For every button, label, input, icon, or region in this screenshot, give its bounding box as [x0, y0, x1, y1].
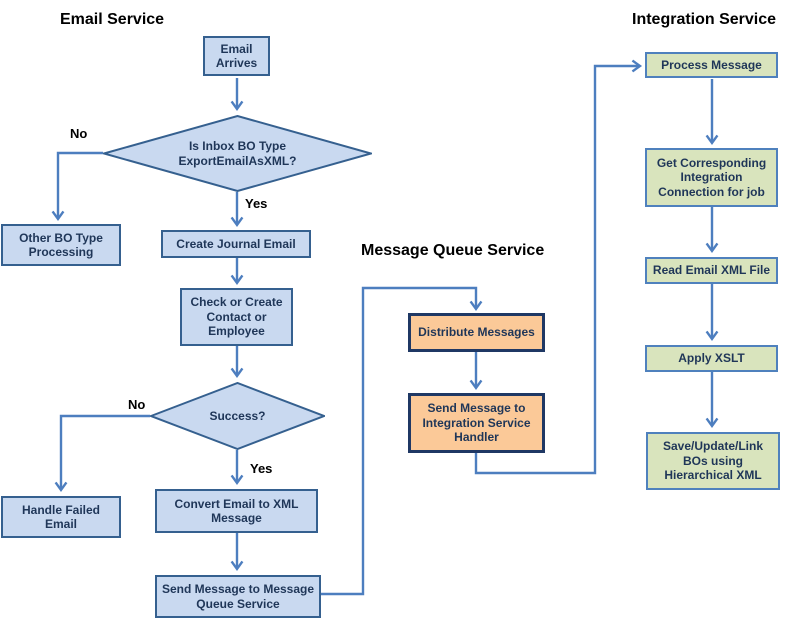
get-corresponding-connection-label: Get Corresponding Integration Connection…	[656, 155, 767, 199]
send-message-to-handler-label: Send Message to Integration Service Hand…	[422, 401, 531, 445]
distribute-messages-box: Distribute Messages	[408, 313, 545, 352]
decision-diamond-shape	[150, 382, 325, 450]
process-message-box: Process Message	[645, 52, 778, 78]
connector-send-queue-to-distribute	[321, 286, 483, 596]
convert-email-to-xml-label: Convert Email to XML Message	[174, 496, 299, 525]
other-bo-type-label: Other BO Type Processing	[19, 230, 103, 259]
decision-diamond-shape	[103, 115, 372, 192]
handle-failed-email-label: Handle Failed Email	[21, 502, 101, 531]
get-corresponding-connection-box: Get Corresponding Integration Connection…	[645, 148, 778, 207]
distribute-messages-label: Distribute Messages	[418, 325, 535, 340]
inbox-bo-type-decision-label: Is Inbox BO Type ExportEmailAsXML?	[178, 138, 297, 168]
read-email-xml-box: Read Email XML File	[645, 257, 778, 284]
email-arrives-label: Email Arrives	[215, 41, 258, 70]
connector-send-handler-to-process-message	[474, 59, 643, 475]
other-bo-type-box: Other BO Type Processing	[1, 224, 121, 266]
inbox-bo-type-decision: Is Inbox BO Type ExportEmailAsXML?	[103, 115, 372, 192]
convert-email-to-xml-box: Convert Email to XML Message	[155, 489, 318, 533]
success-decision-label: Success?	[209, 408, 266, 423]
success-decision: Success?	[150, 382, 325, 450]
process-message-label: Process Message	[661, 57, 762, 72]
read-email-xml-label: Read Email XML File	[652, 263, 771, 278]
send-message-to-queue-label: Send Message to Message Queue Service	[161, 582, 315, 611]
check-or-create-box: Check or Create Contact or Employee	[180, 288, 293, 346]
connector-decision2-no-to-handle-failed	[54, 414, 150, 493]
send-message-to-handler-box: Send Message to Integration Service Hand…	[408, 393, 545, 453]
integration-service-title: Integration Service	[632, 11, 777, 28]
create-journal-email-box: Create Journal Email	[161, 230, 311, 258]
email-arrives-box: Email Arrives	[203, 36, 270, 76]
apply-xslt-label: Apply XSLT	[678, 351, 745, 366]
decision2-no-label: No	[128, 397, 146, 412]
connector-decision1-no-to-other-bo	[51, 151, 103, 222]
decision2-yes-label: Yes	[250, 461, 273, 476]
decision1-no-label: No	[70, 126, 88, 141]
create-journal-email-label: Create Journal Email	[176, 236, 296, 251]
decision1-yes-label: Yes	[245, 196, 268, 211]
message-queue-service-title: Message Queue Service	[361, 242, 545, 259]
send-message-to-queue-box: Send Message to Message Queue Service	[155, 575, 321, 618]
handle-failed-email-box: Handle Failed Email	[1, 496, 121, 538]
save-update-link-label: Save/Update/Link BOs using Hierarchical …	[662, 439, 764, 483]
apply-xslt-box: Apply XSLT	[645, 345, 778, 372]
email-service-title: Email Service	[60, 11, 165, 28]
check-or-create-label: Check or Create Contact or Employee	[190, 295, 283, 339]
save-update-link-box: Save/Update/Link BOs using Hierarchical …	[646, 432, 780, 490]
